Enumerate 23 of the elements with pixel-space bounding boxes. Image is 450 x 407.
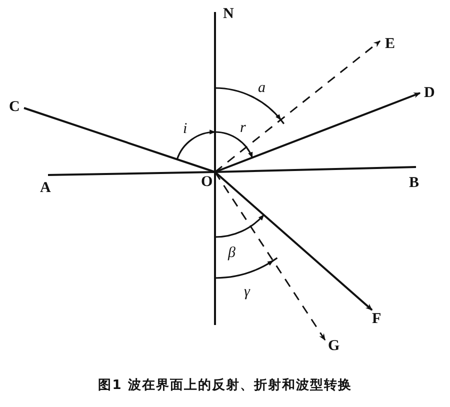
angle-label: β (228, 245, 236, 261)
point-label: O (201, 174, 213, 190)
point-label: F (372, 311, 382, 327)
point-label: C (9, 99, 20, 115)
figure-caption: 图1 波在界面上的反射、折射和波型转换 (98, 378, 352, 393)
point-label: E (385, 36, 396, 52)
point-label: N (223, 6, 234, 22)
point-label: G (328, 338, 340, 354)
line (214, 166, 416, 173)
line (24, 107, 216, 173)
point-label: B (409, 175, 420, 191)
arrow (214, 40, 381, 173)
angle-label: γ (244, 284, 250, 300)
point-label: D (424, 85, 435, 101)
line (214, 172, 216, 325)
point-label: A (40, 180, 51, 196)
angle-label: r (240, 120, 246, 136)
line (48, 171, 216, 176)
arrow (214, 171, 373, 311)
angle-label: i (183, 121, 188, 137)
angle-label: a (258, 80, 266, 96)
arrow (214, 172, 326, 341)
line (214, 12, 216, 172)
